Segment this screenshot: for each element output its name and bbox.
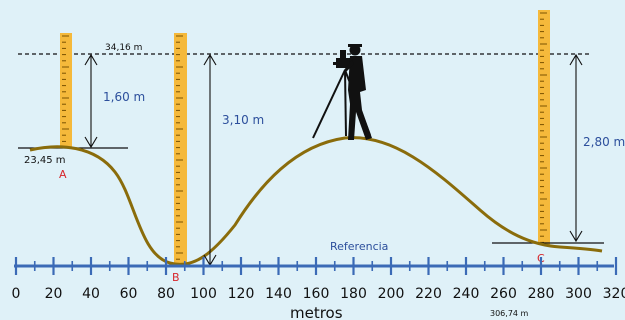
- x-axis-tick-label-100: 100: [190, 286, 217, 302]
- x-axis-tick-label-20: 20: [45, 286, 63, 302]
- x-axis-tick-label-80: 80: [157, 286, 175, 302]
- surveyor-with-tripod-icon: [312, 44, 372, 140]
- x-axis-tick-label-320: 320: [603, 286, 625, 302]
- staff-c-ticks: [540, 12, 547, 243]
- x-axis-tick-labels: 0 20 40 60 80 100 120 140 160 180 200 220 240 260 280 3…: [12, 286, 625, 302]
- x-axis-tick-label-160: 160: [303, 286, 330, 302]
- x-axis-tick-label-40: 40: [82, 286, 100, 302]
- x-axis-tick-label-140: 140: [265, 286, 292, 302]
- staff-a: [60, 33, 72, 148]
- staff-b: [174, 33, 187, 265]
- height-arrow-a: [84, 53, 98, 149]
- staff-c-body: [538, 10, 550, 245]
- terrain-profile: [29, 136, 603, 266]
- x-axis-tick-label-60: 60: [120, 286, 138, 302]
- x-axis-tick-label-300: 300: [565, 286, 592, 302]
- height-label-a: 1,60 m: [103, 90, 145, 104]
- staff-c: [538, 10, 550, 245]
- staff-b-body: [174, 33, 187, 265]
- reference-label: Referencia: [330, 240, 388, 253]
- staff-a-body: [60, 33, 72, 148]
- x-axis-tick-label-280: 280: [528, 286, 555, 302]
- x-axis-tick-label-220: 220: [415, 286, 442, 302]
- x-axis-tick-label-200: 200: [378, 286, 405, 302]
- height-label-b: 3,10 m: [222, 113, 264, 127]
- height-label-c: 2,80 m: [583, 135, 625, 149]
- x-axis-tick-label-260: 260: [490, 286, 517, 302]
- staff-b-ticks: [176, 35, 183, 260]
- top-level-label: 34,16 m: [105, 43, 142, 53]
- staff-a-ticks: [62, 35, 69, 142]
- point-b-label: B: [172, 271, 180, 284]
- x-axis-ticks: [14, 257, 618, 275]
- x-axis-tick-label-180: 180: [340, 286, 367, 302]
- x-axis-tick-label-120: 120: [228, 286, 255, 302]
- x-axis-title: metros: [290, 304, 343, 320]
- c-distance-label: 306,74 m: [490, 309, 529, 318]
- x-axis-tick-label-240: 240: [453, 286, 480, 302]
- point-a-label: A: [59, 168, 67, 181]
- height-arrow-c: [569, 53, 583, 243]
- x-axis-tick-label-0: 0: [12, 286, 21, 302]
- a-level-label: 23,45 m: [24, 155, 66, 166]
